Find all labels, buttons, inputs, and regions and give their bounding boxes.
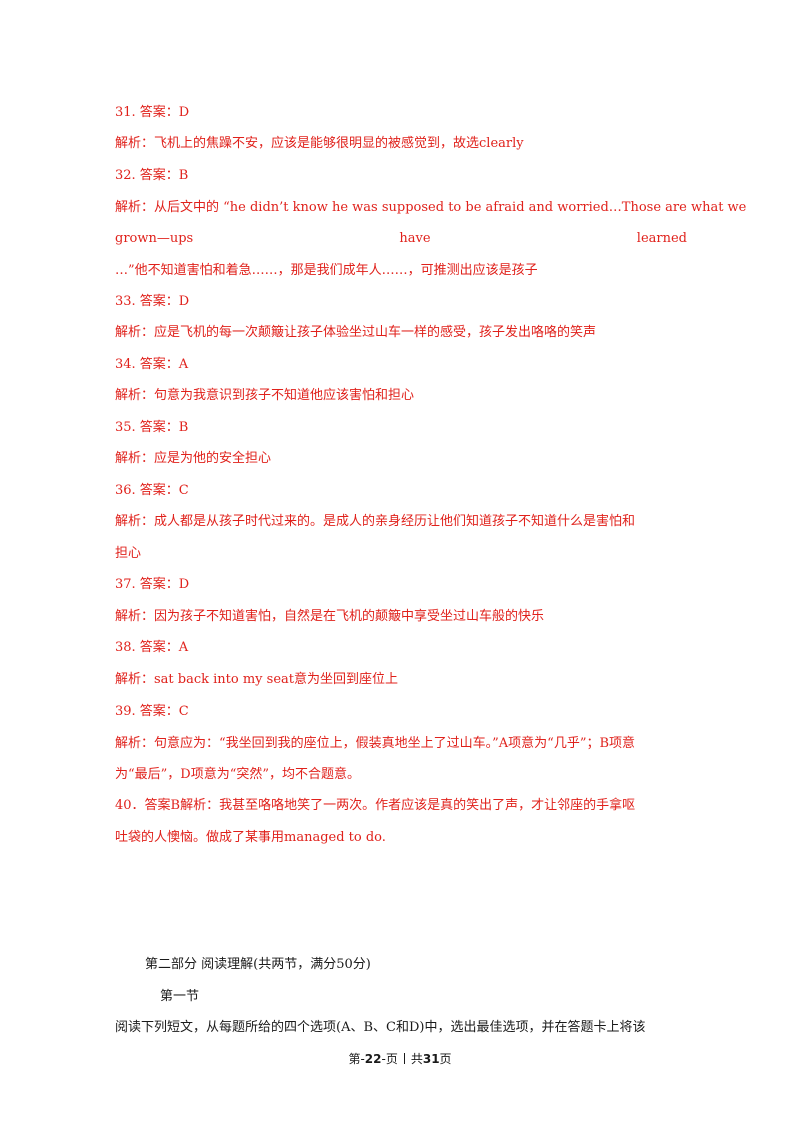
answer-38: 38. 答案：A <box>115 640 189 655</box>
explanation-40-cont: 吐袋的人懊恼。做成了某事用managed to do. <box>115 830 386 845</box>
answer-31: 31. 答案：D <box>115 105 190 120</box>
explanation-32: 解析：从后文中的 “he didn’t know he was supposed… <box>115 200 747 215</box>
footer-middle: -页 <box>381 1052 398 1066</box>
answer-34: 34. 答案：A <box>115 357 189 372</box>
explanation-39: 解析：句意应为：“我坐回到我的座位上，假装真地坐上了过山车。”A项意为“几乎”；… <box>115 736 636 751</box>
explanation-36: 解析：成人都是从孩子时代过来的。是成人的亲身经历让他们知道孩子不知道什么是害怕和 <box>115 514 636 529</box>
answer-37: 37. 答案：D <box>115 577 190 592</box>
footer-total-pages: 31 <box>422 1052 440 1066</box>
explanation-36-cont: 担心 <box>115 546 142 561</box>
explanation-34: 解析：句意为我意识到孩子不知道他应该害怕和担心 <box>115 388 415 403</box>
explanation-32-end: …”他不知道害怕和着急……，那是我们成年人……，可推测出应该是孩子 <box>115 263 538 278</box>
explanation-39-cont: 为“最后”，D项意为“突然”，均不合题意。 <box>115 767 361 782</box>
explanation-35: 解析：应是为他的安全担心 <box>115 451 272 466</box>
explanation-31: 解析：飞机上的焦躁不安，应该是能够很明显的被感觉到，故选clearly <box>115 136 524 151</box>
answer-32: 32. 答案：B <box>115 168 189 183</box>
answer-39: 39. 答案：C <box>115 704 189 719</box>
explanation-37: 解析：因为孩子不知道害怕，自然是在飞机的颠簸中享受坐过山车般的快乐 <box>115 609 545 624</box>
explanation-38: 解析：sat back into my seat意为坐回到座位上 <box>115 672 398 687</box>
page-footer: 第-22-页共31页 <box>0 1050 800 1067</box>
answer-35: 35. 答案：B <box>115 420 189 435</box>
section-instruction: 阅读下列短文，从每题所给的四个选项(A、B、C和D)中，选出最佳选项，并在答题卡… <box>115 1020 646 1035</box>
answer-36: 36. 答案：C <box>115 483 189 498</box>
word-grown-ups: grown—ups <box>115 231 194 246</box>
word-learned: learned <box>636 231 687 246</box>
explanation-33: 解析：应是飞机的每一次颠簸让孩子体验坐过山车一样的感受，孩子发出咯咯的笑声 <box>115 325 597 340</box>
explanation-32-cont: grown—ups have learned <box>115 230 687 248</box>
footer-total-suffix: 页 <box>439 1052 452 1066</box>
footer-divider <box>403 1053 405 1064</box>
word-have: have <box>399 231 431 246</box>
answer-40: 40．答案B解析：我甚至咯咯地笑了一两次。作者应该是真的笑出了声，才让邻座的手拿… <box>115 798 636 813</box>
footer-prefix: 第- <box>348 1052 365 1066</box>
section-heading: 第二部分 阅读理解(共两节，满分50分) <box>145 957 371 972</box>
footer-total-prefix: 共 <box>410 1052 423 1066</box>
footer-page-number: 22 <box>364 1052 382 1066</box>
answer-33: 33. 答案：D <box>115 294 190 309</box>
section-subheading: 第一节 <box>160 989 200 1004</box>
